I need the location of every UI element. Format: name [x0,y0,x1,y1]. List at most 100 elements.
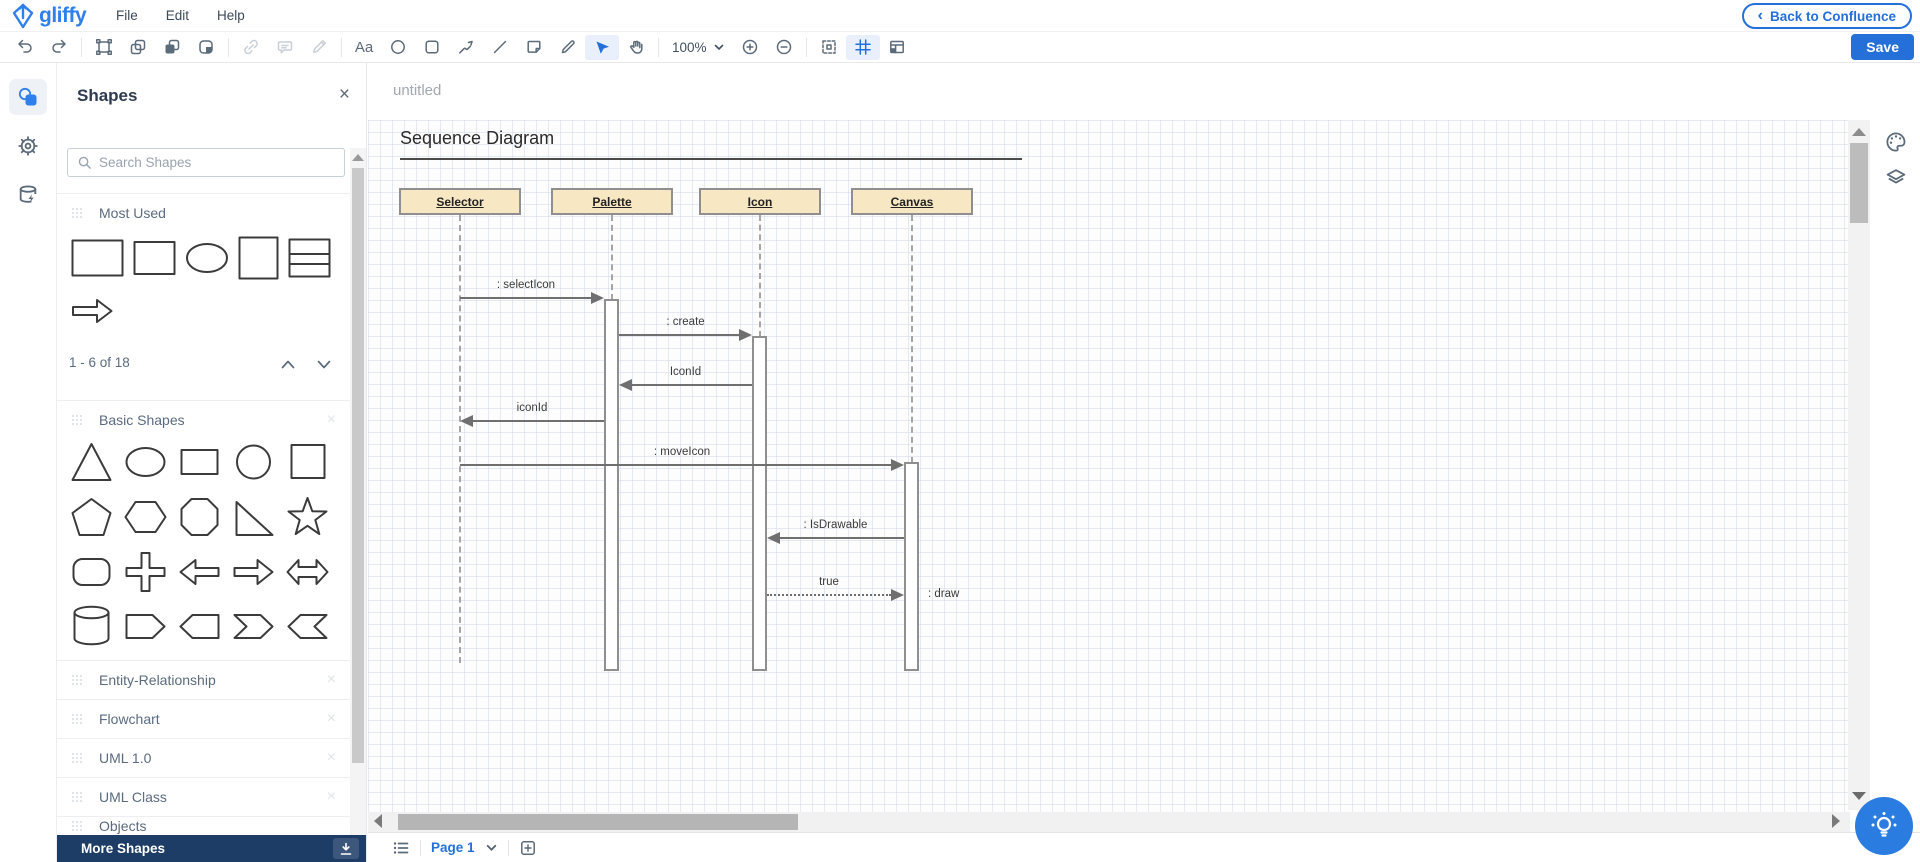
category-entity-relationship[interactable]: Entity-Relationship × [57,660,350,698]
shape-circle[interactable] [231,440,276,484]
import-data-button[interactable] [9,177,47,213]
page-list-button[interactable] [392,839,410,857]
scroll-right-arrow-icon[interactable] [1832,814,1840,828]
scroll-down-arrow-icon[interactable] [1852,792,1866,800]
panel-scrollbar-thumb[interactable] [352,168,364,763]
lifeline-head-selector[interactable]: Selector [399,188,521,215]
panel-scrollbar[interactable] [350,148,366,835]
pointer-tool-button[interactable] [585,34,619,60]
shape-triangle[interactable] [69,440,114,484]
remove-section-icon[interactable]: × [326,410,336,428]
message-label[interactable]: iconId [516,402,548,414]
page-tab[interactable]: Page 1 [431,840,475,855]
shape-pentagon[interactable] [69,495,114,539]
activation-palette[interactable] [604,299,619,671]
shape-hexagon[interactable] [123,495,168,539]
shape-block-arrow-right[interactable] [231,550,276,594]
remove-section-icon[interactable]: × [326,670,336,688]
message-label[interactable]: : moveIcon [653,446,711,458]
message-line[interactable] [780,537,904,539]
horizontal-scrollbar[interactable] [368,812,1850,832]
shape-rectangle-tall[interactable] [238,236,279,280]
message-label[interactable]: : IsDrawable [803,519,868,531]
shape-cylinder[interactable] [69,603,114,649]
vertical-scrollbar[interactable] [1848,120,1870,810]
lifeline-head-icon[interactable]: Icon [699,188,821,215]
back-to-confluence-button[interactable]: ‹ Back to Confluence [1741,3,1912,29]
shape-star[interactable] [285,495,330,539]
shape-chevron-left[interactable] [285,603,330,649]
horizontal-scrollbar-thumb[interactable] [398,814,798,830]
shape-tool-button[interactable] [415,35,449,60]
diagram-title-underline[interactable] [400,158,1022,160]
remove-section-icon[interactable]: × [326,787,336,805]
shape-rounded-rectangle[interactable] [69,550,114,594]
shape-block-arrow-right[interactable] [71,297,114,325]
shape-ellipse[interactable] [185,236,229,280]
category-flowchart[interactable]: Flowchart × [57,699,350,737]
zoom-level-dropdown[interactable]: 100% [664,40,733,55]
shape-block-arrow-left[interactable] [177,550,222,594]
remove-section-icon[interactable]: × [326,748,336,766]
zoom-out-button[interactable] [767,35,801,60]
undo-button[interactable] [8,35,42,60]
diagram-title[interactable]: Sequence Diagram [400,128,555,148]
shape-block-arrow-double[interactable] [285,550,330,594]
line-tool-button[interactable] [483,35,517,60]
canvas[interactable] [368,120,1850,832]
note-tool-button[interactable] [517,35,551,60]
shape-rectangle[interactable] [177,440,222,484]
layers-button[interactable] [1884,166,1908,195]
lifeline-palette[interactable] [611,215,613,300]
chevron-down-icon[interactable] [316,358,332,371]
message-line-dotted[interactable] [767,594,891,596]
dock-panel-icon[interactable] [333,838,359,859]
lifeline-canvas[interactable] [911,215,913,463]
redo-button[interactable] [42,35,76,60]
save-button[interactable]: Save [1851,34,1914,60]
search-input[interactable] [99,155,335,170]
chevron-down-icon[interactable] [485,841,498,854]
ellipse-tool-button[interactable] [381,35,415,60]
category-uml-1-0[interactable]: UML 1.0 × [57,738,350,776]
shape-square[interactable] [285,440,330,484]
shape-pentagon-arrow-left[interactable] [177,603,222,649]
message-line[interactable] [473,420,604,422]
message-line[interactable] [632,384,752,386]
more-shapes-bar[interactable]: More Shapes [57,835,366,862]
message-line[interactable] [460,464,891,466]
message-label[interactable]: : draw [928,588,960,600]
lifeline-icon[interactable] [759,215,761,337]
activation-icon[interactable] [752,336,767,671]
vertical-scrollbar-thumb[interactable] [1850,143,1868,223]
message-label[interactable]: : selectIcon [496,279,556,291]
message-line[interactable] [619,334,739,336]
text-tool-button[interactable]: Aa [347,35,381,60]
message-line[interactable] [460,297,591,299]
shape-cross[interactable] [123,550,168,594]
shape-search[interactable] [67,148,345,177]
pan-tool-button[interactable] [619,35,653,60]
help-fab-button[interactable] [1855,797,1913,855]
shape-pentagon-arrow-right[interactable] [123,603,168,649]
duplicate-button[interactable] [121,35,155,60]
message-label[interactable]: : create [666,316,705,328]
format-painter-button[interactable] [302,35,336,60]
lifeline-head-palette[interactable]: Palette [551,188,673,215]
settings-button[interactable] [9,128,47,164]
message-label[interactable]: IconId [669,366,702,378]
fit-to-screen-button[interactable] [812,35,846,60]
shape-octagon[interactable] [177,495,222,539]
shape-rectangle[interactable] [71,236,124,280]
pencil-tool-button[interactable] [551,35,585,60]
shape-chevron-right[interactable] [231,603,276,649]
section-basic-shapes[interactable]: Basic Shapes × [57,400,350,438]
add-page-button[interactable] [519,839,537,857]
link-button[interactable] [234,35,268,60]
page-setup-button[interactable] [880,35,914,60]
scroll-up-arrow-icon[interactable] [352,154,364,161]
gliffy-logo[interactable]: gliffy [10,3,102,29]
activation-canvas[interactable] [904,462,919,671]
comment-button[interactable] [268,35,302,60]
connector-tool-button[interactable] [449,35,483,60]
